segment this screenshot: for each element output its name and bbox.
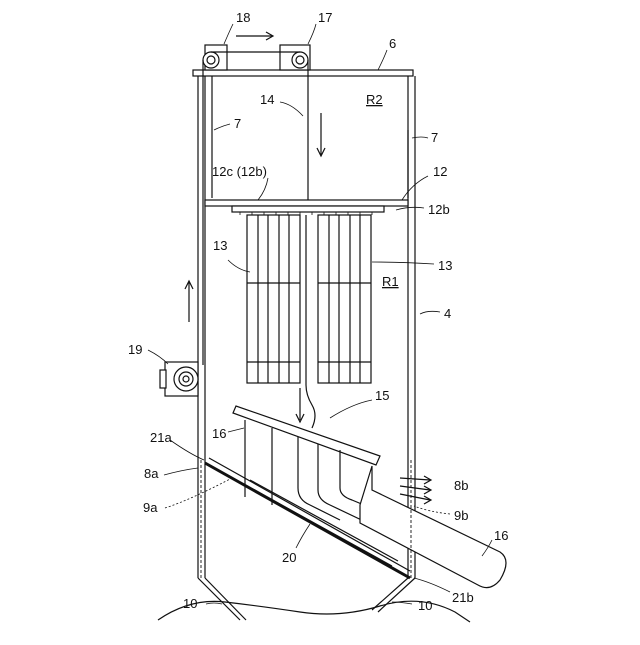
hopper-left-inner (205, 578, 246, 620)
label-7-right: 7 (431, 130, 438, 145)
arrow-right-top (236, 32, 273, 40)
pulley-17 (292, 52, 308, 68)
label-8a: 8a (144, 466, 159, 481)
label-12c: 12c (12b) (212, 164, 267, 179)
label-9b: 9b (454, 508, 468, 523)
label-13-right: 13 (438, 258, 452, 273)
label-r2: R2 (366, 92, 383, 107)
chute-top-plate (233, 406, 380, 465)
filter-bank-right (318, 215, 371, 383)
label-r1: R1 (382, 274, 399, 289)
hose-15 (306, 215, 315, 428)
label-7-left: 7 (234, 116, 241, 131)
label-18: 18 (236, 10, 250, 25)
label-15: 15 (375, 388, 389, 403)
label-4: 4 (444, 306, 451, 321)
label-16-left: 16 (212, 426, 226, 441)
hopper-left (198, 578, 240, 620)
label-12b: 12b (428, 202, 450, 217)
label-8b: 8b (454, 478, 468, 493)
pulley-housing-19-ear (160, 370, 166, 388)
label-17: 17 (318, 10, 332, 25)
label-10-right: 10 (418, 598, 432, 613)
label-20: 20 (282, 550, 296, 565)
label-16-right: 16 (494, 528, 508, 543)
leader-lines (148, 24, 492, 604)
outlet-pipe-16 (360, 466, 506, 588)
filter-bank-left (247, 215, 300, 383)
label-6: 6 (389, 36, 396, 51)
top-lid (193, 70, 413, 76)
label-21a: 21a (150, 430, 172, 445)
arrow-down-r2 (317, 113, 325, 156)
hopper-right (378, 578, 415, 612)
label-19: 19 (128, 342, 142, 357)
label-13-left: 13 (213, 238, 227, 253)
partition-plate-12 (205, 200, 408, 206)
arrow-down-hose (296, 388, 304, 422)
pulley-19 (174, 367, 198, 391)
arrow-up-left (185, 281, 193, 322)
pulley-18 (203, 52, 219, 68)
label-9a: 9a (143, 500, 158, 515)
hopper-right-inner (372, 578, 408, 610)
filter-header-12b (232, 206, 384, 212)
label-10-left: 10 (183, 596, 197, 611)
label-12: 12 (433, 164, 447, 179)
label-14: 14 (260, 92, 274, 107)
label-21b: 21b (452, 590, 474, 605)
